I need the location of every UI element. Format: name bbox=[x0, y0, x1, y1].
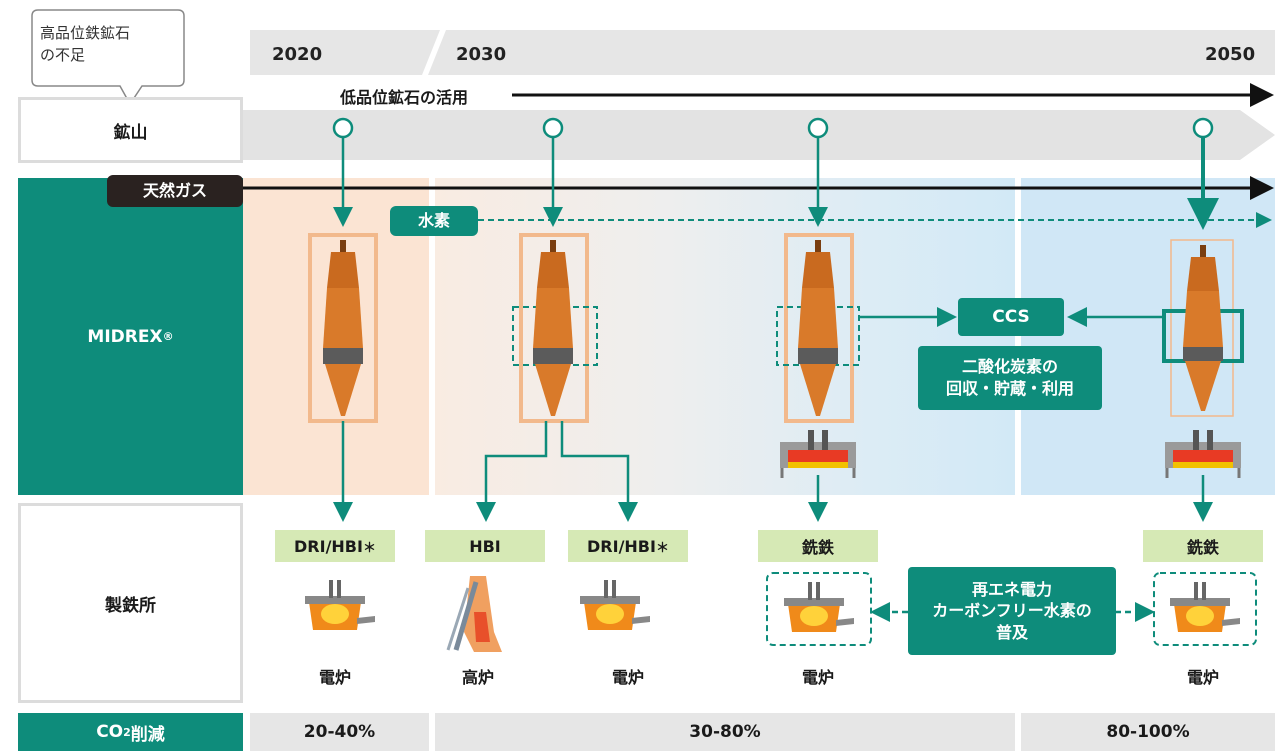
product-label-hbi: HBI bbox=[425, 530, 545, 562]
product-3-mark: ＊ bbox=[655, 540, 669, 556]
renew-line2: カーボンフリー水素の bbox=[932, 601, 1092, 621]
product-1-mark: ＊ bbox=[362, 540, 376, 556]
year-2030: 2030 bbox=[456, 44, 507, 65]
reduction-2020: 20-40% bbox=[250, 713, 429, 751]
callout-line2: の不足 bbox=[40, 46, 86, 64]
midrex-text: MIDREX bbox=[87, 326, 163, 347]
natural-gas-tag: 天然ガス bbox=[107, 175, 243, 207]
furnace-label-1: 電炉 bbox=[318, 668, 351, 687]
product-3-text: DRI/HBI bbox=[587, 536, 656, 556]
co2-subscript: 2 bbox=[123, 725, 131, 739]
blast-furnace-icon bbox=[446, 576, 502, 652]
product-label-pig-iron-2: 銑鉄 bbox=[1143, 530, 1263, 562]
era-2030-panel bbox=[435, 178, 1015, 495]
electric-furnace-icon bbox=[784, 582, 854, 632]
co2-suffix: 削減 bbox=[130, 724, 165, 745]
callout-line1: 高品位鉄鉱石 bbox=[40, 24, 131, 42]
co2-prefix: CO bbox=[96, 722, 124, 742]
renew-line3: 普及 bbox=[995, 622, 1028, 642]
year-2020: 2020 bbox=[272, 44, 323, 65]
callout-text: 高品位鉄鉱石 の不足 bbox=[40, 22, 180, 66]
electric-furnace-icon bbox=[1170, 582, 1240, 632]
shaft-reactor-icon bbox=[798, 240, 838, 416]
furnace-label-2: 高炉 bbox=[461, 668, 494, 687]
low-grade-ore-label: 低品位鉱石の活用 bbox=[340, 88, 469, 107]
furnace-label-3: 電炉 bbox=[611, 668, 644, 687]
furnace-label-5: 電炉 bbox=[1186, 668, 1219, 687]
electric-furnace-icon bbox=[305, 580, 375, 630]
ccus-box: 二酸化炭素の 回収・貯蔵・利用 bbox=[918, 346, 1102, 410]
renewable-box: 再エネ電力 カーボンフリー水素の 普及 bbox=[908, 567, 1116, 655]
reduction-2030: 30-80% bbox=[435, 713, 1015, 751]
row-label-steelworks: 製鉄所 bbox=[18, 503, 243, 703]
ccus-line1: 二酸化炭素の bbox=[961, 357, 1058, 377]
row-label-mine: 鉱山 bbox=[18, 97, 243, 163]
row-label-midrex: MIDREX® bbox=[18, 178, 243, 495]
melter-unit-icon bbox=[780, 430, 856, 478]
product-label-pig-iron-1: 銑鉄 bbox=[758, 530, 878, 562]
shaft-reactor-icon bbox=[533, 240, 573, 416]
ccs-box: CCS bbox=[958, 298, 1064, 336]
product-label-dri-hbi-1: DRI/HBI＊ bbox=[275, 530, 395, 562]
midrex-registered-mark: ® bbox=[162, 330, 174, 343]
reduction-2050: 80-100% bbox=[1021, 713, 1275, 751]
product-label-dri-hbi-2: DRI/HBI＊ bbox=[568, 530, 688, 562]
shaft-reactor-icon bbox=[323, 240, 363, 416]
electric-furnace-icon bbox=[580, 580, 650, 630]
hydrogen-tag: 水素 bbox=[390, 206, 478, 236]
product-1-text: DRI/HBI bbox=[294, 536, 363, 556]
shaft-reactor-icon bbox=[1183, 245, 1223, 411]
ccus-line2: 回収・貯蔵・利用 bbox=[945, 379, 1074, 398]
year-2050: 2050 bbox=[1205, 44, 1256, 65]
renew-line1: 再エネ電力 bbox=[971, 579, 1052, 599]
melter-unit-icon bbox=[1165, 430, 1241, 478]
furnace-label-4: 電炉 bbox=[801, 668, 834, 687]
